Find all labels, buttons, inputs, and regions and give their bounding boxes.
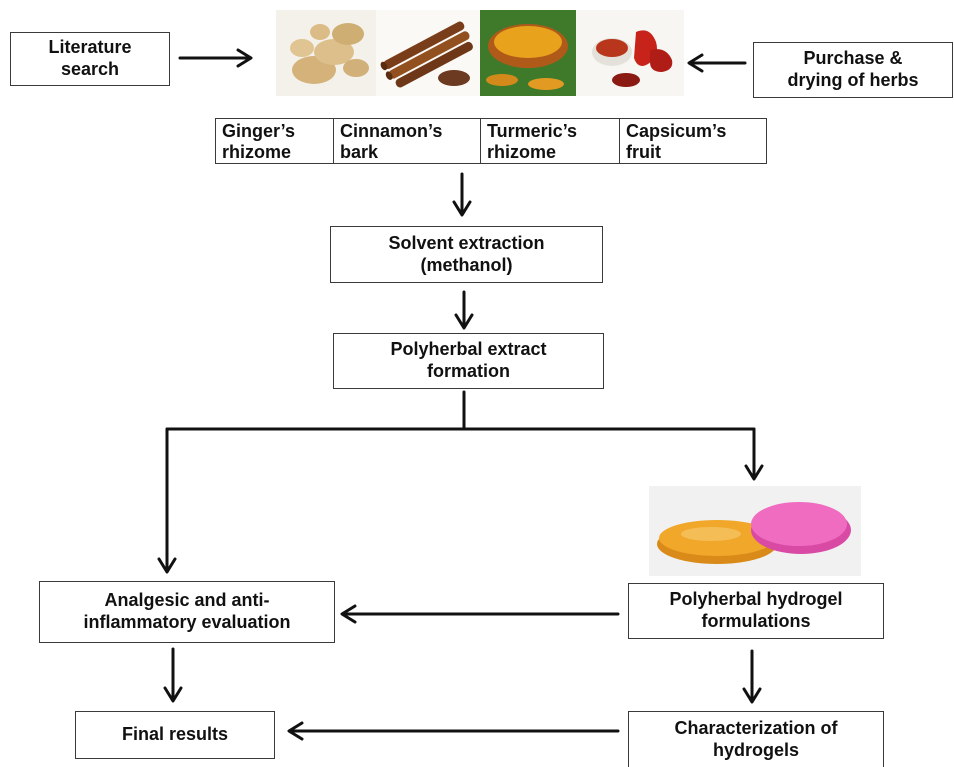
polyherbal-extract-box: Polyherbal extract formation (333, 333, 604, 389)
herb-cell-ginger: Ginger’s rhizome (216, 119, 334, 163)
literature-search-box: Literature search (10, 32, 170, 86)
ginger-photo (276, 10, 376, 96)
herb-parts-table: Ginger’s rhizome Cinnamon’s bark Turmeri… (215, 118, 767, 164)
capsicum-photo (576, 10, 684, 96)
herb-cell-turmeric: Turmeric’s rhizome (481, 119, 620, 163)
herb-cell-cinnamon: Cinnamon’s bark (334, 119, 481, 163)
analgesic-evaluation-box: Analgesic and anti- inflammatory evaluat… (39, 581, 335, 643)
turmeric-photo (480, 10, 576, 96)
solvent-extraction-box: Solvent extraction (methanol) (330, 226, 603, 283)
purchase-drying-box: Purchase & drying of herbs (753, 42, 953, 98)
herb-cell-capsicum: Capsicum’s fruit (626, 121, 727, 162)
characterization-box: Characterization of hydrogels (628, 711, 884, 767)
herbs-photo-strip (276, 10, 684, 96)
hydrogel-jar-photo (649, 486, 861, 576)
final-results-box: Final results (75, 711, 275, 759)
cinnamon-photo (376, 10, 480, 96)
hydrogel-formulations-box: Polyherbal hydrogel formulations (628, 583, 884, 639)
